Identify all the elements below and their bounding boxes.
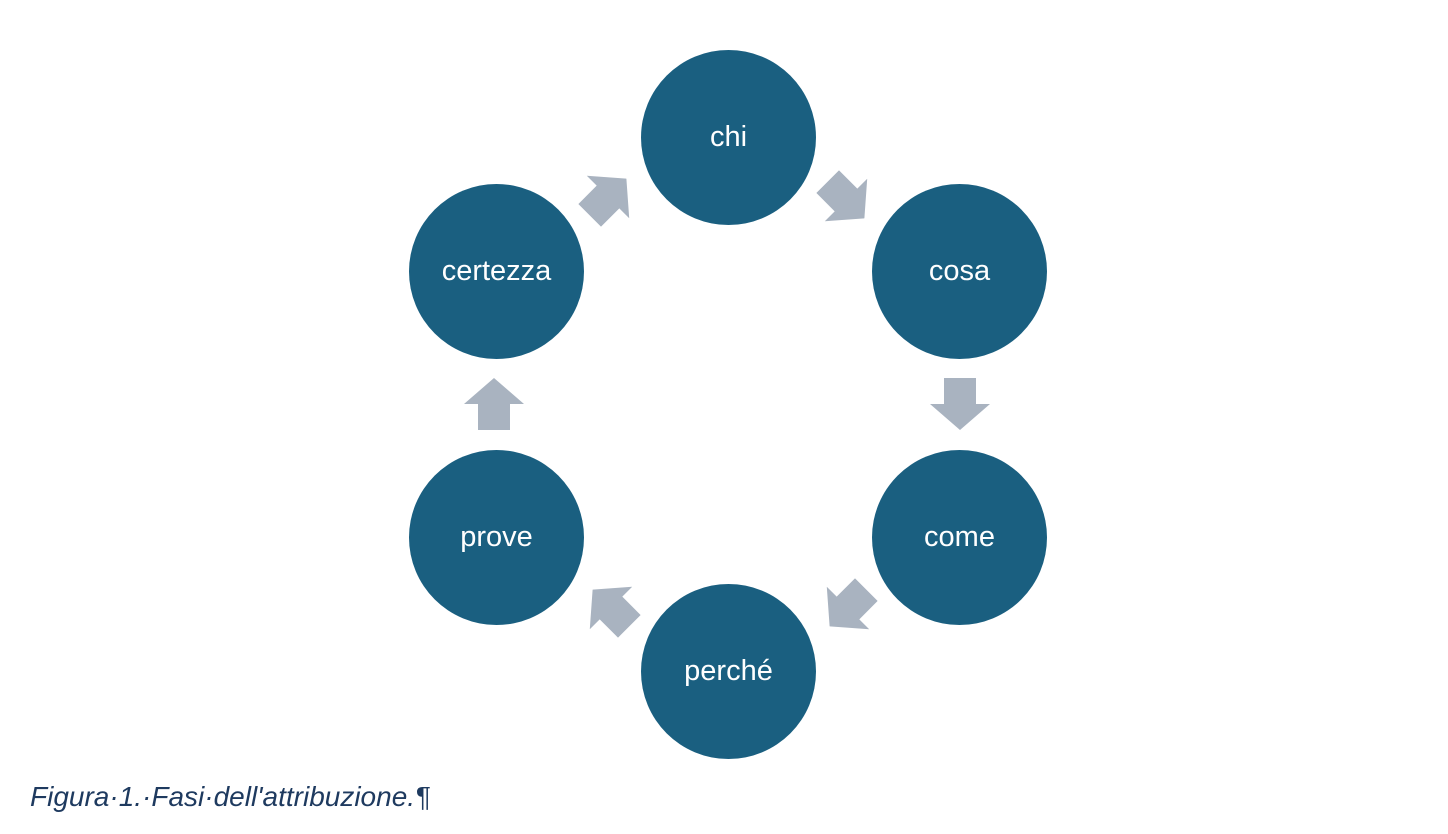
- node-label-come: come: [924, 521, 995, 553]
- cycle-node-certezza: certezza: [409, 184, 584, 359]
- arrow-come-to-perche-icon: [808, 568, 887, 647]
- arrow-prove-to-certezza-icon: [464, 378, 524, 430]
- node-label-prove: prove: [460, 521, 533, 553]
- arrow-perche-to-prove-icon: [571, 568, 650, 647]
- cycle-node-prove: prove: [409, 450, 584, 625]
- cycle-node-come: come: [872, 450, 1047, 625]
- node-label-certezza: certezza: [441, 255, 552, 287]
- node-label-chi: chi: [709, 121, 748, 153]
- figure-caption: Figura·1.·Fasi·dell'attribuzione.¶: [30, 781, 431, 812]
- arrow-chi-to-cosa-icon: [806, 160, 885, 239]
- cycle-node-chi: chi: [641, 50, 816, 225]
- arrow-certezza-to-chi-icon: [568, 157, 647, 236]
- cycle-node-perche: perché: [641, 584, 816, 759]
- node-label-perche: perché: [684, 655, 773, 687]
- cycle-node-cosa: cosa: [872, 184, 1047, 359]
- arrow-cosa-to-come-icon: [930, 378, 990, 430]
- node-label-cosa: cosa: [928, 255, 991, 287]
